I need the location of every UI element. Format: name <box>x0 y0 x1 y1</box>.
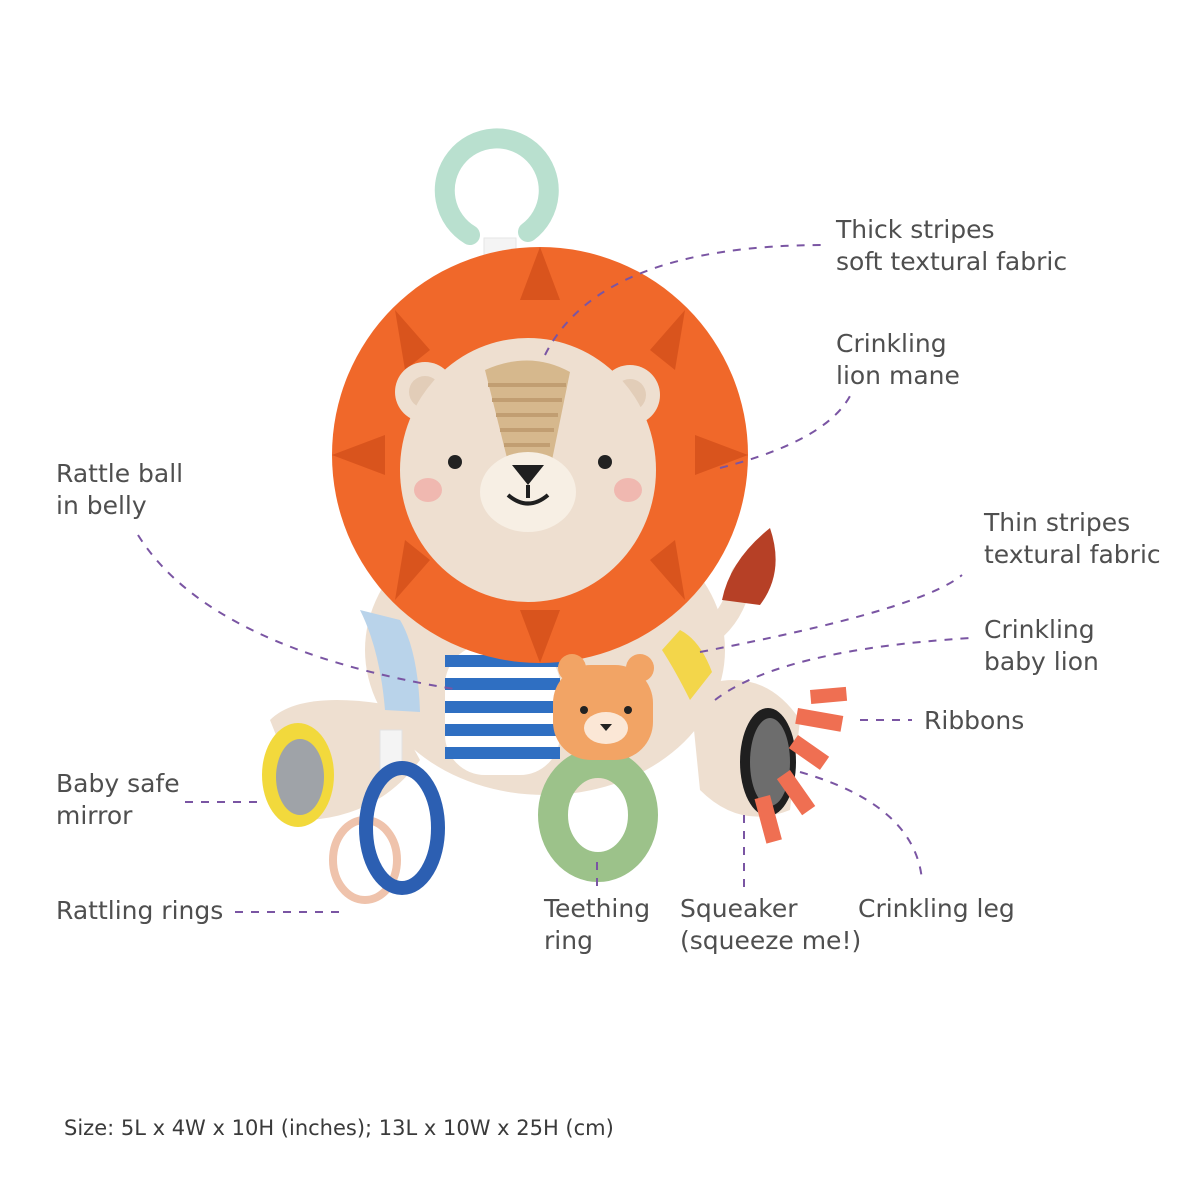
callout-crinkling-baby-lion: Crinkling baby lion <box>984 615 1099 676</box>
callout-crinkling-mane: Crinkling lion mane <box>836 329 960 390</box>
left-cheek <box>414 478 442 502</box>
leader-thin-stripes <box>699 574 963 653</box>
lion-face <box>400 338 656 602</box>
callout-rattle-ball: Rattle ball in belly <box>56 459 184 520</box>
size-note: Size: 5L x 4W x 10H (inches); 13L x 10W … <box>64 1116 614 1140</box>
leader-crinkling-mane <box>719 391 853 469</box>
left-arm <box>360 610 420 712</box>
callout-rattling-rings: Rattling rings <box>56 896 224 925</box>
leader-lines <box>137 244 971 913</box>
leader-crinkling-baby-lion <box>714 637 971 701</box>
rattling-rings-icon <box>329 729 445 904</box>
leader-crinkling-leg <box>799 771 923 881</box>
right-eye <box>598 455 612 469</box>
right-leg <box>690 680 800 817</box>
leader-thick-stripes <box>544 244 826 356</box>
leader-rattle-ball <box>137 534 461 691</box>
callout-baby-mirror: Baby safe mirror <box>56 769 180 830</box>
right-cheek <box>614 478 642 502</box>
callout-squeaker: Squeaker (squeeze me!) <box>680 894 862 955</box>
ribbons-icon <box>754 686 848 844</box>
callout-thin-stripes: Thin stripes textural fabric <box>984 508 1161 569</box>
callout-ribbons: Ribbons <box>924 706 1025 735</box>
callout-crinkling-leg: Crinkling leg <box>858 894 1015 923</box>
callout-thick-stripes: Thick stripes soft textural fabric <box>836 215 1068 276</box>
right-arm <box>662 630 712 700</box>
spotted-foot-icon <box>740 708 796 816</box>
striped-belly <box>445 645 560 775</box>
nose <box>512 465 544 485</box>
left-eye <box>448 455 462 469</box>
callout-teething-ring: Teething ring <box>544 894 651 955</box>
